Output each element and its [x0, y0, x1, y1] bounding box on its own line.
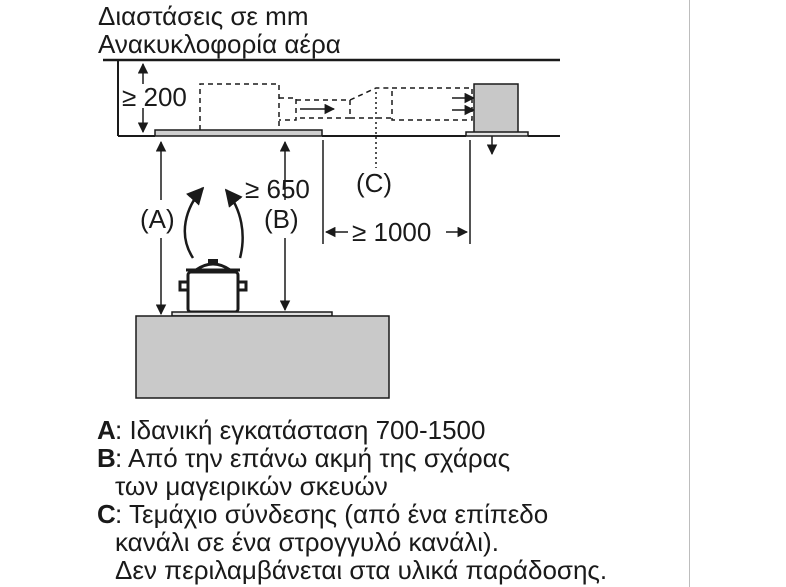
- legend-text-b: : Από την επάνω ακμή της σχάρας: [115, 443, 511, 473]
- legend-text-b-cont: των μαγειρικών σκευών: [115, 471, 388, 501]
- ceiling-gap-dimension: ≥ 200: [122, 62, 187, 134]
- legend-key-a: A: [97, 415, 116, 445]
- ceiling-gap-label: ≥ 200: [122, 82, 187, 112]
- legend-text-c: : Τεμάχιο σύνδεσης (από ένα επίπεδο: [115, 499, 549, 529]
- min-distance-label: ≥ 1000: [352, 217, 431, 247]
- legend-key-c: C: [97, 499, 116, 529]
- kitchen-counter: [135, 311, 390, 399]
- legend-key-b: B: [97, 443, 116, 473]
- label-a: (A): [140, 204, 175, 234]
- recirculation-module: [465, 83, 529, 156]
- connector-c-leader: (C): [356, 92, 392, 198]
- label-b: (B): [264, 204, 299, 234]
- dimension-a: (A): [140, 140, 175, 316]
- dimensions-title: Διαστάσεις σε mm: [98, 1, 309, 31]
- hood-unit: [154, 83, 323, 137]
- recirculation-title: Ανακυκλοφορία αέρα: [98, 29, 341, 59]
- page-edge-rule: [689, 0, 690, 587]
- ceiling-void: [103, 58, 560, 137]
- distance-dimension: ≥ 1000: [322, 140, 471, 247]
- flat-duct: [296, 87, 476, 121]
- cooking-pot: [178, 259, 248, 314]
- legend-text-a: : Ιδανική εγκατάσταση 700-1500: [115, 415, 486, 445]
- steam-arrows: [183, 186, 244, 259]
- label-c: (C): [356, 168, 392, 198]
- legend-text-c-cont2: Δεν περιλαμβάνεται στα υλικά παράδοσης.: [115, 555, 608, 585]
- dimension-b: (B) ≥ 650: [245, 140, 310, 312]
- min-height-label: ≥ 650: [245, 174, 310, 204]
- legend-text-c-cont1: κανάλι σε ένα στρογγυλό κανάλι).: [115, 527, 499, 557]
